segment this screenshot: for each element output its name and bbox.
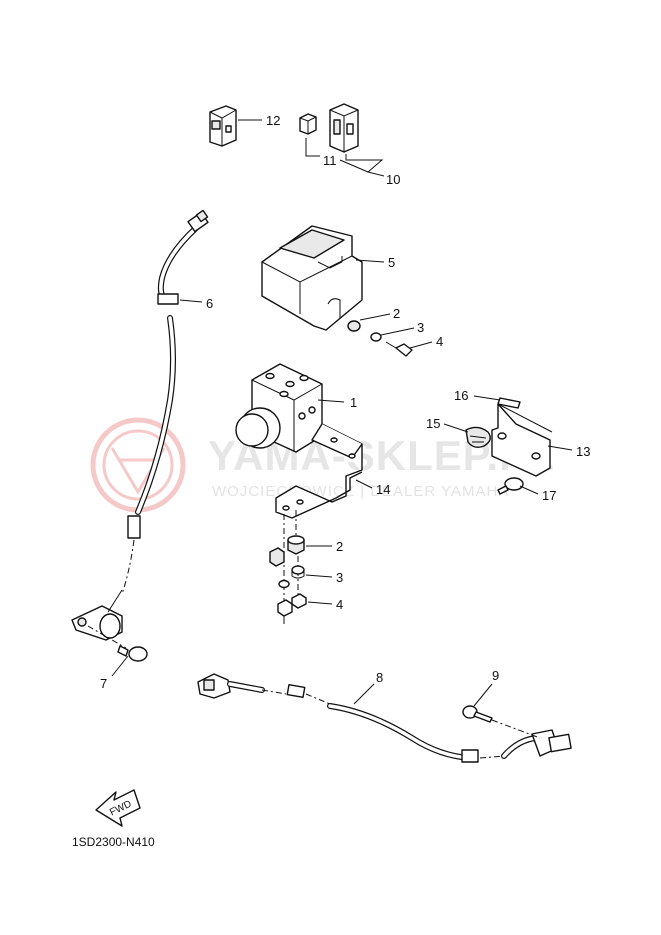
collar-upper-part-3: 3 bbox=[370, 320, 424, 342]
collar-lower-part-3: 3 bbox=[278, 565, 343, 589]
callout-2-upper: 2 bbox=[393, 306, 400, 321]
fwd-arrow-icon: FWD bbox=[95, 789, 141, 827]
bracket-part-14: 14 bbox=[275, 423, 390, 519]
front-sensor-lead-part-6: 6 bbox=[71, 209, 213, 641]
relay-part-11 bbox=[299, 113, 317, 135]
callout-9: 9 bbox=[492, 668, 499, 683]
hydraulic-unit-part-1: 1 bbox=[235, 363, 357, 453]
callout-11: 11 bbox=[323, 153, 337, 168]
diagram-code: 1SD2300-N410 bbox=[72, 835, 155, 849]
watermark-tagline: WOJCIECHOWICZ | DEALER YAMAHA bbox=[212, 483, 509, 500]
callout-4-upper: 4 bbox=[436, 334, 443, 349]
bolt-part-17: 17 bbox=[497, 477, 556, 503]
callout-10: 10 bbox=[386, 172, 400, 187]
callout-3-lower: 3 bbox=[336, 570, 343, 585]
callout-13: 13 bbox=[576, 444, 590, 459]
callout-8: 8 bbox=[376, 670, 383, 685]
bolt-lower-part-4: 4 bbox=[277, 593, 343, 624]
callout-16: 16 bbox=[454, 388, 468, 403]
callout-14: 14 bbox=[376, 482, 390, 497]
bracket-part-13: 13 bbox=[491, 403, 590, 477]
grommet-lower-part-2: 2 bbox=[269, 535, 343, 567]
callout-7: 7 bbox=[100, 676, 107, 691]
abs-cover-part-5: 5 bbox=[261, 225, 395, 331]
bolt-upper-part-4: 4 bbox=[385, 334, 443, 357]
callout-3-upper: 3 bbox=[417, 320, 424, 335]
callout-4-lower: 4 bbox=[336, 597, 343, 612]
callout-1: 1 bbox=[350, 395, 357, 410]
lower-fasteners bbox=[283, 510, 299, 616]
callout-6: 6 bbox=[206, 296, 213, 311]
connector-part-12: 12 bbox=[209, 105, 280, 147]
clip-part-15: 15 bbox=[426, 416, 491, 449]
callout-2-lower: 2 bbox=[336, 539, 343, 554]
callout-17: 17 bbox=[542, 488, 556, 503]
relay-leaders: 11 10 bbox=[305, 138, 400, 187]
relay-part-10 bbox=[329, 103, 359, 153]
rear-sensor-lead-part-8: 8 bbox=[197, 670, 572, 763]
pin-part-16: 16 bbox=[454, 388, 521, 409]
bolt-part-9: 9 bbox=[462, 668, 541, 739]
callout-12: 12 bbox=[266, 113, 280, 128]
callout-5: 5 bbox=[388, 255, 395, 270]
watermark-logo bbox=[90, 417, 186, 513]
bolt-part-7: 7 bbox=[87, 625, 148, 691]
grommet-upper-part-2: 2 bbox=[347, 306, 400, 332]
callout-15: 15 bbox=[426, 416, 440, 431]
